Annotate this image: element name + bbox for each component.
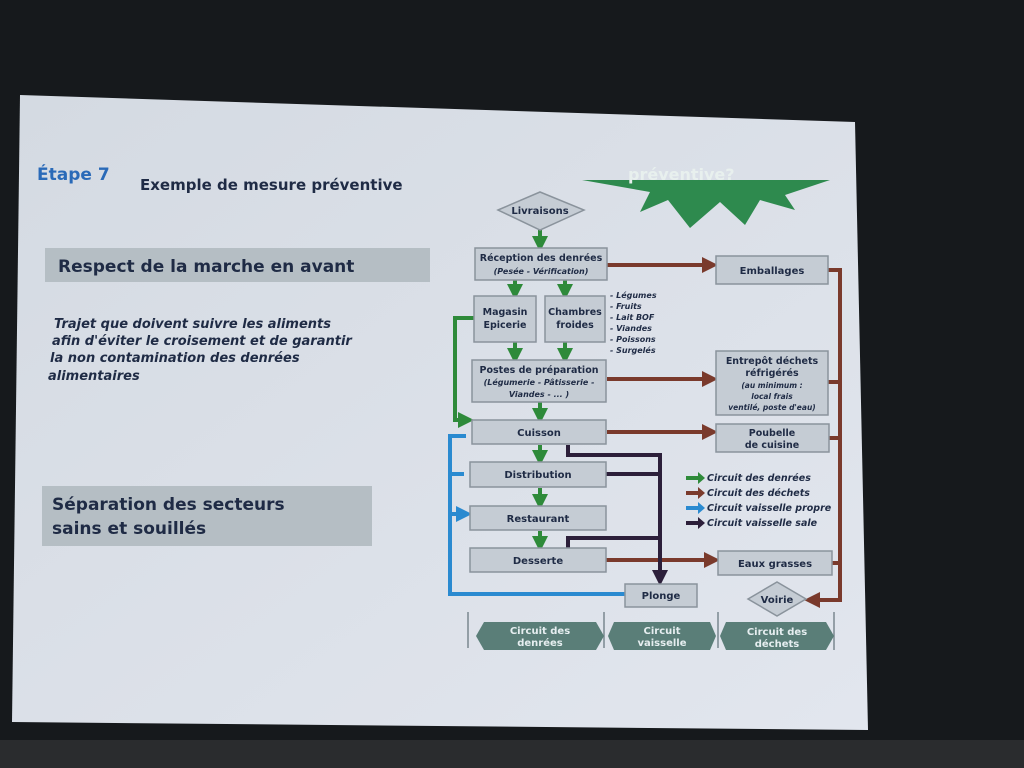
voirie-label: Voirie (761, 595, 794, 606)
list-item: - Lait BOF (610, 313, 655, 322)
node-voirie: Voirie (746, 581, 808, 617)
section1-box (45, 248, 430, 282)
list-item: - Surgelés (610, 345, 656, 355)
section2-line: sains et souillés (52, 519, 206, 539)
legend-label: Circuit des denrées (707, 473, 811, 484)
slide-header: Étape 7 Exemple de mesure préventive (37, 163, 403, 194)
star-badge: préventive? (582, 165, 830, 228)
node-desserte: Desserte (469, 547, 607, 573)
bottom-label: déchets (755, 638, 800, 650)
list-item: - Fruits (610, 302, 642, 311)
node-distribution: Distribution (469, 461, 607, 488)
reception-sub: (Pesée - Vérification) (494, 266, 589, 276)
cuisson-label: Cuisson (517, 428, 561, 439)
entrepot-sub: local frais (751, 392, 793, 401)
bottom-label: vaisselle (637, 638, 686, 649)
arrows (448, 230, 842, 608)
emballages-label: Emballages (740, 266, 805, 277)
node-chambres: Chambres froides (544, 295, 606, 343)
distribution-label: Distribution (504, 470, 571, 481)
node-emballages: Emballages (715, 255, 829, 285)
desserte-label: Desserte (513, 556, 563, 567)
chambres-list: - Légumes - Fruits - Lait BOF - Viandes … (610, 290, 657, 355)
node-cuisson: Cuisson (471, 419, 607, 445)
slide-title: Exemple de mesure préventive (140, 176, 403, 194)
paragraph-line: Trajet que doivent suivre les aliments (54, 317, 331, 332)
legend-arrow-icon (686, 502, 705, 514)
node-entrepot: Entrepôt déchets réfrigérés (au minimum … (715, 350, 829, 416)
node-magasin: Magasin Epicerie (473, 295, 537, 343)
poubelle-label: de cuisine (745, 440, 799, 451)
section2-box (42, 486, 372, 546)
legend-label: Circuit vaisselle propre (707, 503, 832, 514)
step-label: Étape 7 (37, 163, 110, 185)
paragraph-line: alimentaires (48, 369, 140, 384)
entrepot-label: réfrigérés (745, 368, 799, 379)
bottom-label: Circuit des (510, 626, 570, 637)
paragraph-line: la non contamination des denrées (50, 351, 300, 366)
restaurant-label: Restaurant (507, 514, 570, 525)
postes-label: Postes de préparation (480, 365, 599, 376)
bottom-bar: Circuit des denrées Circuit vaisselle Ci… (467, 612, 835, 650)
node-postes: Postes de préparation (Légumerie - Pâtis… (471, 359, 607, 403)
livraisons-label: Livraisons (511, 206, 568, 217)
paragraph-line: afin d'éviter le croisement et de garant… (52, 334, 353, 349)
reception-label: Réception des denrées (480, 253, 603, 264)
paragraph: Trajet que doivent suivre les aliments a… (48, 317, 353, 384)
poubelle-label: Poubelle (749, 428, 795, 439)
node-eaux-grasses: Eaux grasses (717, 550, 833, 576)
entrepot-sub: (au minimum : (741, 381, 802, 390)
magasin-label: Magasin (483, 307, 528, 318)
node-plonge: Plonge (624, 583, 698, 608)
list-item: - Viandes (610, 324, 652, 333)
legend-arrow-icon (686, 517, 705, 529)
eaux-label: Eaux grasses (738, 559, 812, 570)
postes-sub: Viandes - ... ) (509, 390, 569, 399)
chambres-label: Chambres (548, 307, 602, 318)
node-poubelle: Poubelle de cuisine (715, 423, 830, 453)
node-reception: Réception des denrées (Pesée - Vérificat… (474, 247, 608, 281)
legend-label: Circuit vaisselle sale (707, 518, 818, 529)
chambres-label: froides (556, 320, 594, 331)
entrepot-sub: ventilé, poste d'eau) (728, 403, 815, 412)
postes-sub: (Légumerie - Pâtisserie - (484, 377, 595, 387)
list-item: - Poissons (610, 335, 656, 344)
bottom-label: denrées (517, 637, 563, 649)
list-item: - Légumes (610, 290, 657, 300)
plonge-label: Plonge (642, 591, 681, 602)
section2-line: Séparation des secteurs (52, 495, 285, 515)
magasin-label: Epicerie (483, 320, 526, 331)
node-livraisons: Livraisons (496, 191, 586, 231)
legend-arrow-icon (686, 487, 705, 499)
bottom-label: Circuit (644, 626, 681, 637)
legend-label: Circuit des déchets (707, 488, 810, 499)
node-restaurant: Restaurant (469, 505, 607, 531)
floor (0, 740, 1024, 768)
legend-arrow-icon (686, 472, 705, 484)
bottom-label: Circuit des (747, 627, 807, 638)
star-text: préventive? (628, 165, 735, 184)
section1-title: Respect de la marche en avant (58, 257, 354, 277)
entrepot-label: Entrepôt déchets (726, 356, 819, 367)
